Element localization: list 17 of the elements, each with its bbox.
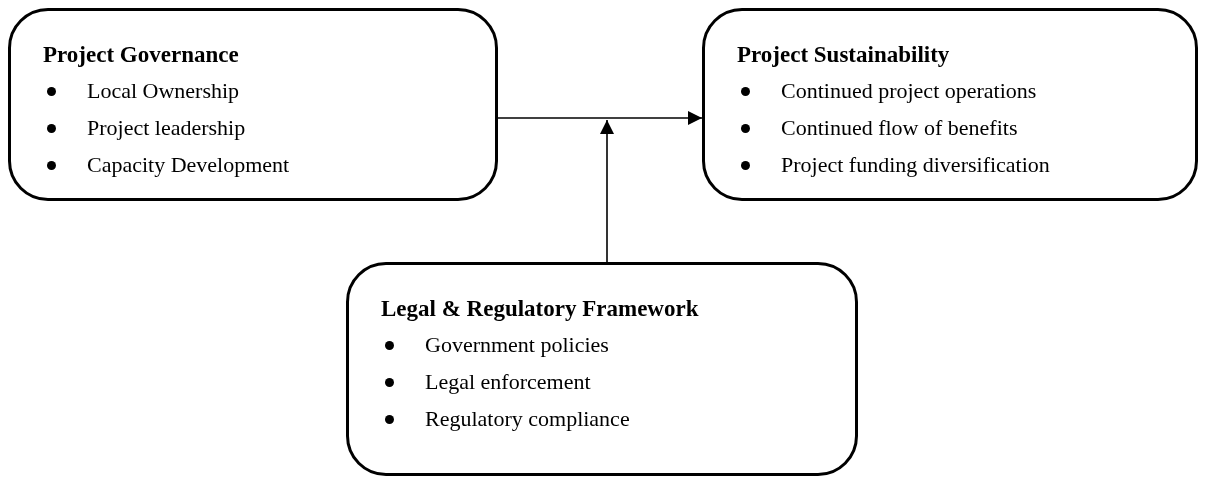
bullet-item: Legal enforcement [425,371,591,393]
rounded-box [702,8,1198,201]
box-heading: Project Governance [43,43,239,66]
bullet-item: Regulatory compliance [425,408,630,430]
bullet-item: Local Ownership [87,80,240,102]
rounded-box [8,8,498,201]
bullet-item: Capacity Development [87,154,290,176]
bullet-item: Government policies [425,334,609,356]
rounded-box [346,262,858,476]
bullet-item: Continued project operations [781,80,1037,102]
arrow [600,119,614,263]
box-heading: Legal & Regulatory Framework [381,297,699,320]
arrow [497,111,703,125]
bullet-item: Project leadership [87,117,246,139]
bullet-item: Project funding diversification [781,154,1050,176]
bullet-item: Continued flow of benefits [781,117,1018,139]
box-heading: Project Sustainability [737,43,950,66]
